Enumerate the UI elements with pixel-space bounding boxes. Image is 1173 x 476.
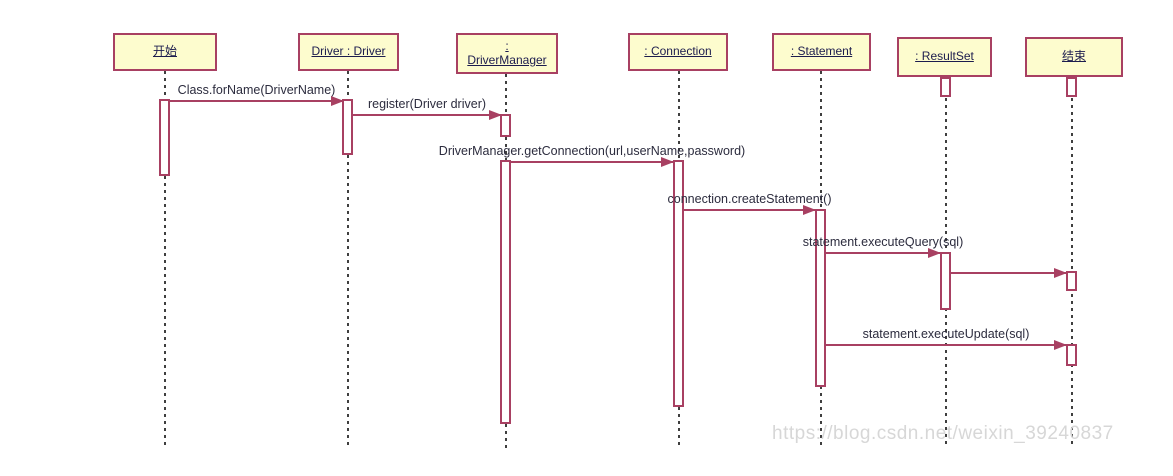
message-label: connection.createStatement() [667, 192, 832, 206]
participant-driver: Driver : Driver [298, 33, 399, 71]
activation-end-query [1066, 271, 1077, 291]
participant-label: 开始 [152, 44, 177, 59]
message-line [684, 209, 815, 211]
arrowhead-icon [331, 96, 344, 106]
message-line [826, 252, 940, 254]
participant-label: : Connection [644, 44, 712, 59]
message-line [951, 272, 1066, 274]
participant-connection: : Connection [628, 33, 728, 71]
message-label: DriverManager.getConnection(url,userName… [438, 144, 746, 158]
lifeline-end [1071, 77, 1073, 448]
lifeline-start [164, 71, 166, 448]
participant-resultset: : ResultSet [897, 37, 992, 77]
message-line [170, 100, 343, 102]
activation-statement [815, 209, 826, 387]
participant-label: : Statement [790, 44, 853, 59]
message-execute-query: statement.executeQuery(sql) [803, 233, 963, 258]
arrowhead-icon [1054, 268, 1067, 278]
message-class-forname: Class.forName(DriverName) [170, 81, 344, 106]
arrowhead-icon [1054, 340, 1067, 350]
participant-label: : ResultSet [915, 49, 974, 64]
activation-drivermanager-register [500, 114, 511, 137]
activation-resultset [940, 252, 951, 310]
participant-drivermanager: : DriverManager [456, 33, 558, 74]
participant-label-line1: : [505, 38, 509, 53]
activation-resultset-header [940, 77, 951, 97]
message-label: Class.forName(DriverName) [177, 83, 336, 97]
participant-label: 结束 [1061, 49, 1086, 64]
message-label: register(Driver driver) [367, 97, 487, 111]
activation-driver [342, 99, 353, 155]
message-get-connection: DriverManager.getConnection(url,userName… [439, 142, 745, 167]
message-line [511, 161, 673, 163]
arrowhead-icon [489, 110, 502, 120]
message-register-driver: register(Driver driver) [353, 95, 502, 120]
message-label: statement.executeQuery(sql) [802, 235, 964, 249]
participant-statement: : Statement [772, 33, 871, 71]
message-line [826, 344, 1066, 346]
activation-start [159, 99, 170, 176]
message-label: statement.executeUpdate(sql) [862, 327, 1030, 341]
message-resultset-to-end [951, 253, 1067, 278]
activation-connection [673, 160, 684, 407]
watermark: https://blog.csdn.net/weixin_39240837 [772, 423, 1114, 444]
arrowhead-icon [803, 205, 816, 215]
arrowhead-icon [928, 248, 941, 258]
activation-end-update [1066, 344, 1077, 366]
participant-end: 结束 [1025, 37, 1123, 77]
activation-drivermanager-main [500, 160, 511, 424]
participant-start: 开始 [113, 33, 217, 71]
arrowhead-icon [661, 157, 674, 167]
message-line [353, 114, 501, 116]
message-create-statement: connection.createStatement() [668, 190, 831, 215]
participant-label-line2: DriverManager [467, 52, 547, 67]
activation-end-header [1066, 77, 1077, 97]
lifeline-driver [347, 71, 349, 448]
message-execute-update: statement.executeUpdate(sql) [826, 325, 1067, 350]
participant-label: Driver : Driver [311, 44, 386, 59]
